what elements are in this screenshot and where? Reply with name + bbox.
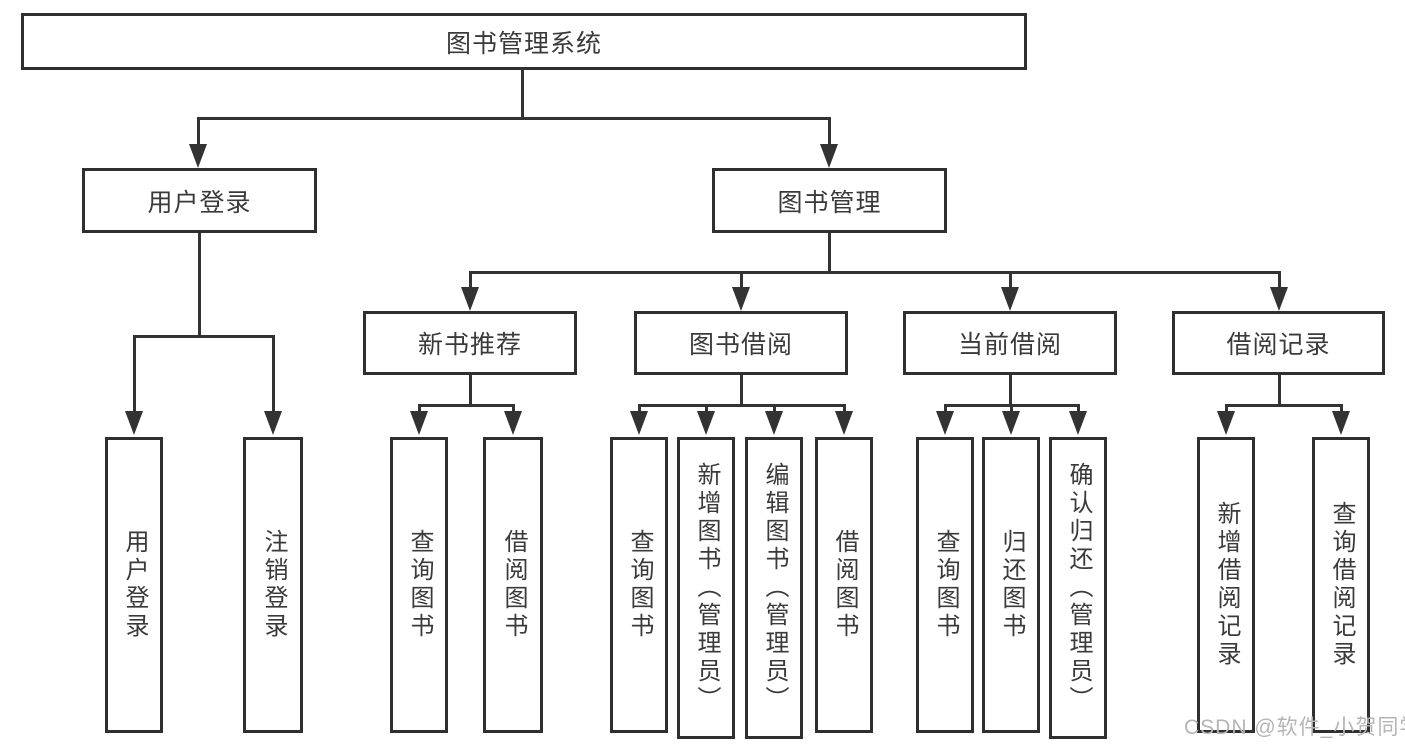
connector-line: [521, 68, 524, 119]
arrowhead-down-icon: [697, 411, 715, 435]
connector-line: [705, 404, 708, 414]
leaf-current-query-books: 查询图书: [916, 437, 974, 733]
leaf-borrow-edit-books-admin: 编辑图书（管理员）: [745, 437, 803, 739]
node-library-system-root: 图书管理系统: [21, 13, 1027, 70]
leaf-current-return-books: 归还图书: [982, 437, 1040, 733]
csdn-watermark: CSDN @软件_小贺同学: [1184, 716, 1405, 739]
arrowhead-down-icon: [630, 411, 648, 435]
connector-line: [740, 271, 743, 289]
arrowhead-down-icon: [125, 411, 143, 435]
arrowhead-down-icon: [936, 411, 954, 435]
connector-line: [1010, 404, 1013, 414]
connector-line: [198, 233, 201, 336]
leaf-logout: 注销登录: [243, 437, 303, 733]
connector-line: [638, 404, 641, 414]
arrowhead-down-icon: [1001, 287, 1019, 311]
leaf-records-add-record: 新增借阅记录: [1197, 437, 1255, 733]
arrowhead-down-icon: [504, 411, 522, 435]
arrowhead-down-icon: [1069, 411, 1087, 435]
connector-line: [418, 404, 421, 414]
connector-line: [828, 117, 831, 147]
connector-line: [197, 117, 831, 120]
connector-line: [1009, 271, 1012, 289]
connector-line: [773, 404, 776, 414]
arrowhead-down-icon: [765, 411, 783, 435]
leaf-borrow-add-books-admin: 新增图书（管理员）: [677, 437, 735, 739]
connector-line: [469, 271, 1281, 274]
connector-line: [1340, 404, 1343, 414]
connector-line: [944, 404, 947, 414]
connector-line: [740, 375, 743, 406]
leaf-newbook-query-books: 查询图书: [390, 437, 448, 733]
node-borrow-records: 借阅记录: [1172, 311, 1385, 375]
connector-line: [512, 404, 515, 414]
leaf-records-query-record: 查询借阅记录: [1312, 437, 1370, 733]
arrowhead-down-icon: [410, 411, 428, 435]
connector-line: [469, 375, 472, 406]
node-book-management: 图书管理: [712, 168, 947, 233]
connector-line: [1225, 404, 1343, 407]
connector-line: [828, 233, 831, 273]
arrowhead-down-icon: [1332, 411, 1350, 435]
arrowhead-down-icon: [1002, 411, 1020, 435]
node-book-borrowing: 图书借阅: [634, 311, 848, 375]
leaf-newbook-borrow-books: 借阅图书: [483, 437, 543, 733]
arrowhead-down-icon: [189, 144, 207, 168]
leaf-current-confirm-return-admin: 确认归还（管理员）: [1049, 437, 1107, 739]
connector-line: [1278, 271, 1281, 289]
arrowhead-down-icon: [835, 411, 853, 435]
connector-line: [843, 404, 846, 414]
connector-line: [133, 335, 136, 415]
node-new-book-recommend: 新书推荐: [363, 311, 577, 375]
arrowhead-down-icon: [820, 144, 838, 168]
connector-line: [197, 117, 200, 147]
arrowhead-down-icon: [264, 411, 282, 435]
arrowhead-down-icon: [732, 287, 750, 311]
connector-line: [1278, 375, 1281, 406]
connector-line: [469, 271, 472, 289]
leaf-borrow-query-books: 查询图书: [610, 437, 668, 733]
connector-line: [1009, 375, 1012, 406]
leaf-user-login: 用户登录: [105, 437, 163, 733]
arrowhead-down-icon: [1270, 287, 1288, 311]
connector-line: [133, 335, 274, 338]
leaf-borrow-borrow-books: 借阅图书: [815, 437, 873, 733]
arrowhead-down-icon: [1217, 411, 1235, 435]
connector-line: [1077, 404, 1080, 414]
connector-line: [638, 404, 846, 407]
connector-line: [1225, 404, 1228, 414]
connector-line: [272, 335, 275, 415]
node-current-borrowing: 当前借阅: [903, 311, 1117, 375]
connector-line: [418, 404, 515, 407]
node-user-login: 用户登录: [82, 168, 317, 233]
arrowhead-down-icon: [461, 287, 479, 311]
